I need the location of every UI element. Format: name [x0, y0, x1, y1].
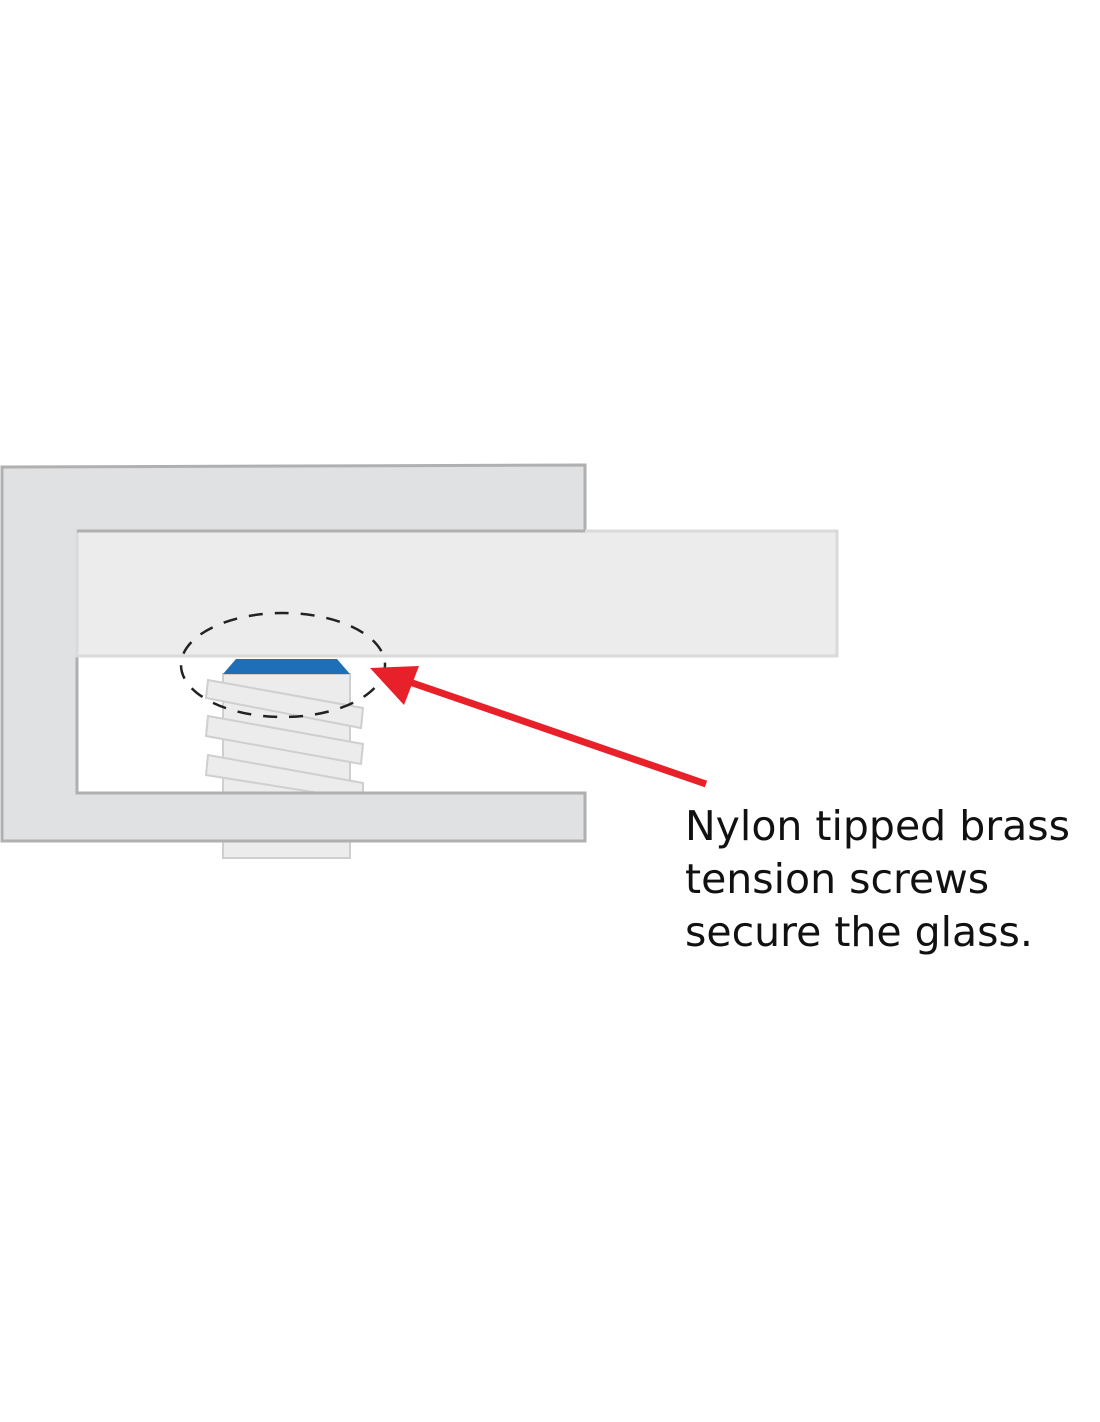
- caption-line: secure the glass.: [685, 908, 1033, 956]
- pointer-arrow: [370, 666, 708, 788]
- highlight-circle: [179, 611, 387, 719]
- screw-thread: [204, 678, 365, 730]
- screw-thread: [204, 714, 365, 766]
- caption: Nylon tipped brass tension screws secure…: [685, 800, 1070, 959]
- glass-panel: [75, 529, 839, 658]
- nylon-tip: [223, 659, 350, 674]
- caption-line: tension screws: [685, 855, 990, 903]
- caption-line: Nylon tipped brass: [685, 802, 1070, 850]
- c-bracket: [0, 463, 587, 843]
- arrowhead-icon: [370, 666, 419, 705]
